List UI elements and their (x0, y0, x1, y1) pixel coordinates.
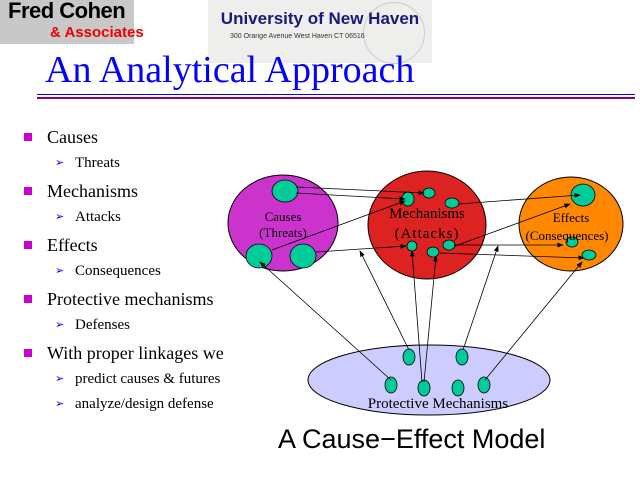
title-rule (37, 94, 635, 95)
node (565, 236, 579, 248)
effects-label: Effects (553, 210, 590, 225)
bullet-icon (24, 295, 32, 303)
effects-sublabel: (Consequences) (525, 228, 608, 243)
sub-item: Attacks (75, 209, 121, 225)
logo-associates: & Associates (50, 24, 144, 41)
title-rule-accent (37, 97, 635, 99)
bullet-item: With proper linkages we (47, 343, 224, 363)
slide-title: An Analytical Approach (45, 49, 415, 91)
nodes (245, 179, 597, 397)
node (426, 246, 440, 258)
node (271, 179, 299, 203)
node (455, 348, 469, 366)
bullet-icon (24, 349, 32, 357)
node (444, 197, 460, 209)
causes-sublabel: (Threats) (259, 225, 307, 240)
seal-icon (363, 2, 425, 64)
bullet-item: Causes (47, 127, 98, 147)
fred-cohen-logo: Fred Cohen & Associates (0, 0, 144, 44)
diagram-caption: A Cause−Effect Model (278, 424, 546, 454)
node (406, 240, 418, 252)
arrow-bullet-icon: ➢ (55, 265, 65, 277)
bullet-icon (24, 133, 32, 141)
arrow-bullet-icon: ➢ (55, 211, 65, 223)
protective-label: Protective Mechanisms (368, 396, 509, 412)
sub-item: Consequences (75, 263, 161, 279)
node (417, 379, 431, 397)
logo-name: Fred Cohen (8, 0, 126, 23)
node (402, 348, 416, 366)
bullet-item: Protective mechanisms (47, 289, 214, 309)
effects-circle (518, 176, 624, 272)
university-name: University of New Haven (220, 9, 420, 28)
node (384, 376, 398, 394)
protective-ellipse (307, 344, 551, 416)
mechanisms-sublabel: (Attacks) (395, 226, 460, 242)
node (451, 379, 465, 397)
node (422, 187, 436, 199)
node (477, 376, 491, 394)
sub-item: Defenses (75, 317, 130, 333)
mechanisms-label: Mechanisms (389, 206, 465, 222)
sub-item: analyze/design defense (75, 396, 214, 412)
arrow-bullet-icon: ➢ (55, 157, 65, 169)
bullet-item: Effects (47, 235, 98, 255)
mechanisms-circle (367, 170, 487, 280)
node (289, 243, 317, 269)
university-address: 300 Orange Avenue West Haven CT 06516 (230, 33, 365, 40)
causes-label: Causes (265, 209, 302, 224)
bullet-icon (24, 187, 32, 195)
node (570, 183, 596, 207)
arrow-bullet-icon: ➢ (55, 398, 65, 410)
node (581, 249, 597, 261)
arrow-bullet-icon: ➢ (55, 319, 65, 331)
unh-logo: University of New Haven 300 Orange Avenu… (208, 0, 432, 64)
bullet-icon (24, 241, 32, 249)
node (245, 243, 273, 269)
sub-item: Threats (75, 155, 120, 171)
bullet-item: Mechanisms (47, 181, 138, 201)
sub-item: predict causes & futures (75, 371, 221, 387)
arrows (259, 186, 585, 383)
arrow-bullet-icon: ➢ (55, 373, 65, 385)
